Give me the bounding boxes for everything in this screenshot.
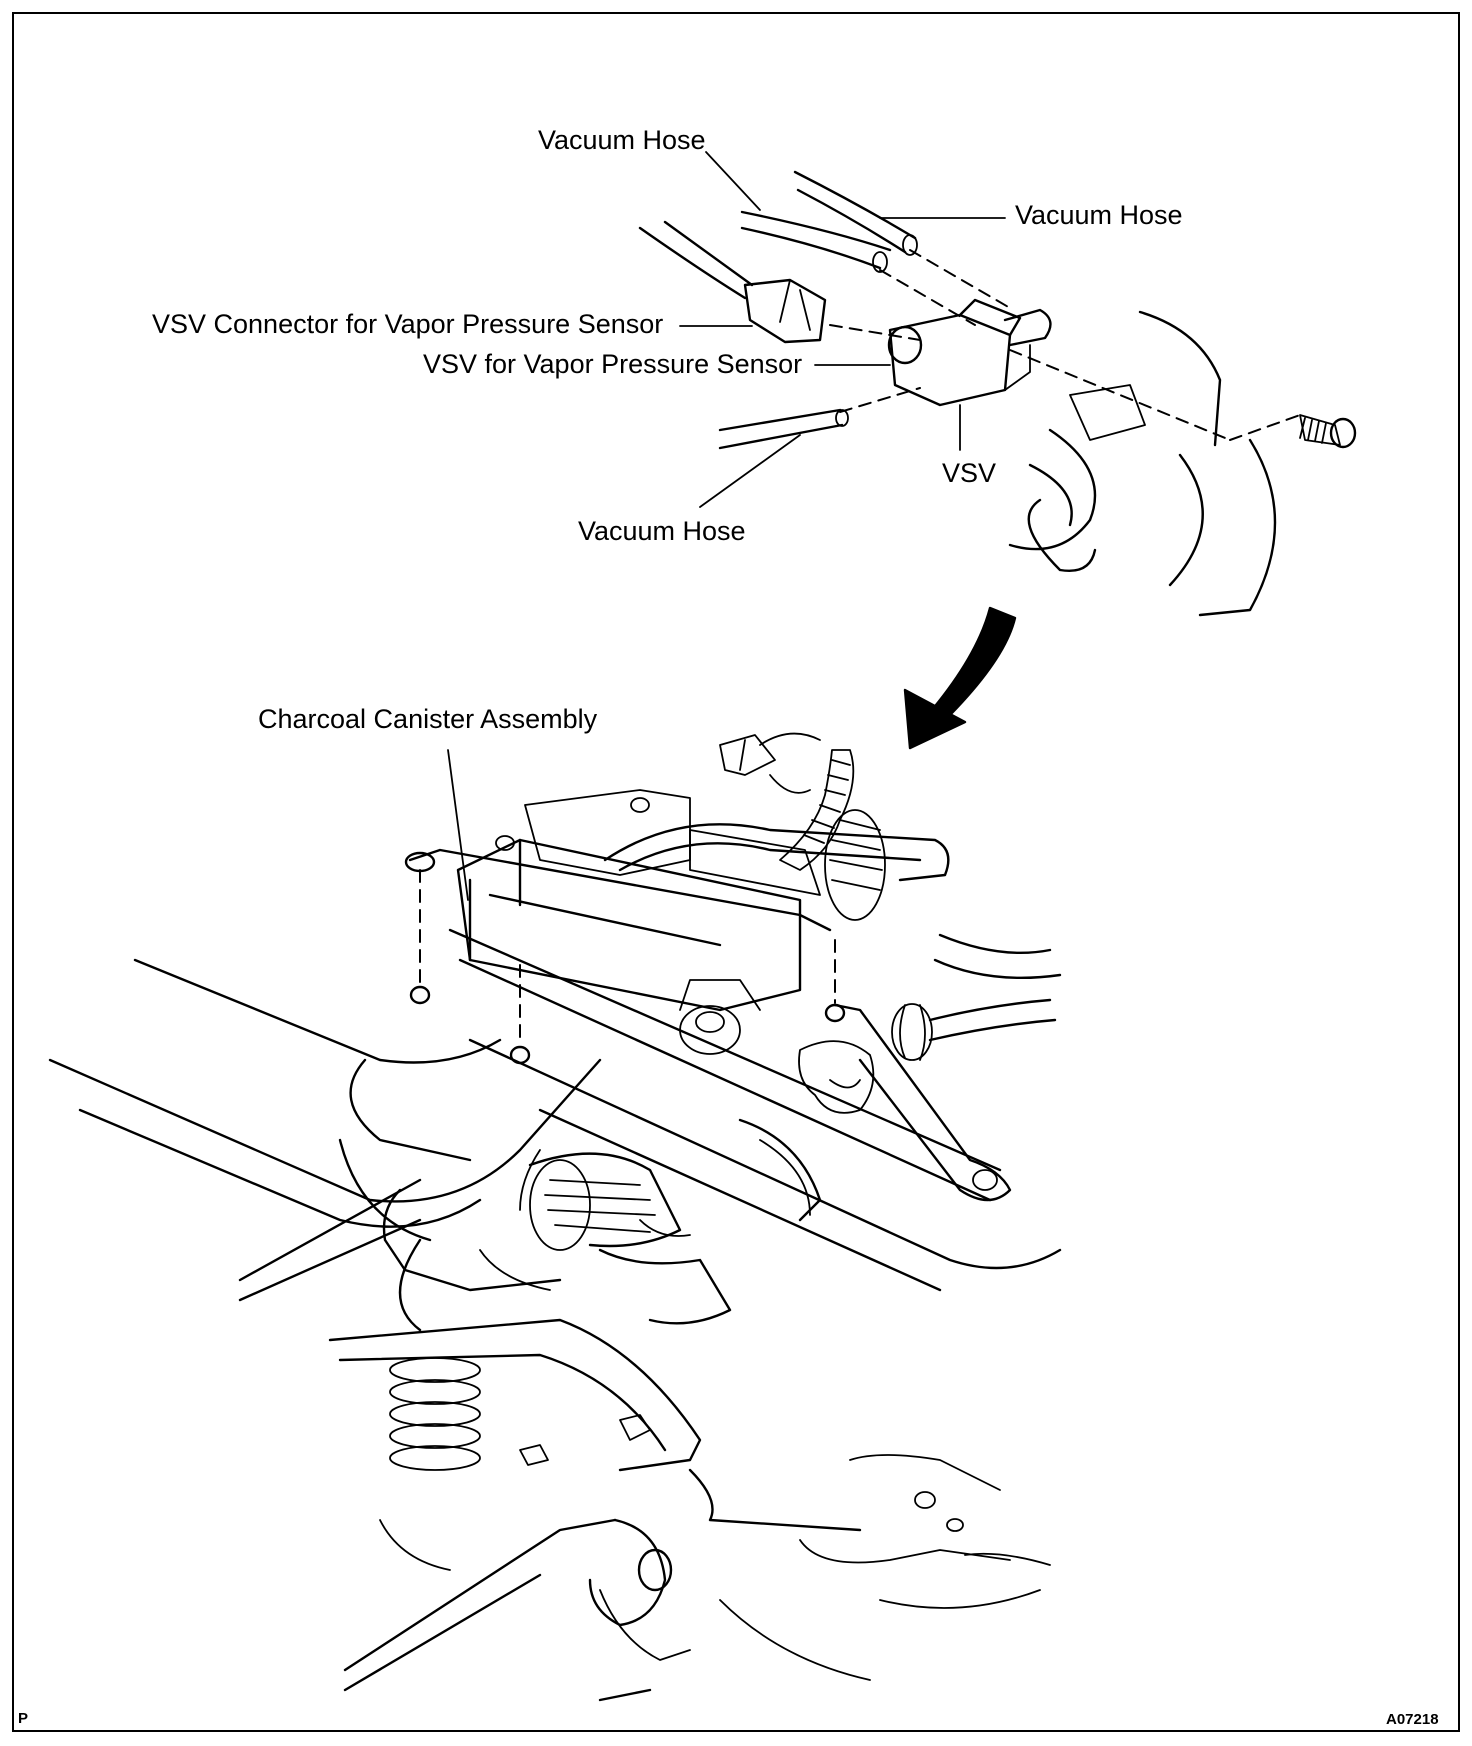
label-charcoal-canister: Charcoal Canister Assembly [258,704,598,734]
figure-code: A07218 [1386,1711,1439,1728]
coil-spring [389,1357,481,1471]
label-vacuum-hose-right: Vacuum Hose [1015,200,1183,230]
label-vsv-vapor-sensor: VSV for Vapor Pressure Sensor [423,349,803,379]
vsv-connector-shape [743,278,827,344]
direction-arrow-icon [903,606,1017,750]
vacuum-hose-top [740,210,892,252]
label-vacuum-hose-bottom: Vacuum Hose [578,516,746,546]
vsv-detail-group [638,151,1357,617]
label-vsv-connector: VSV Connector for Vapor Pressure Sensor [152,309,664,339]
label-vsv: VSV [942,458,997,488]
corner-code-left: P [18,1710,29,1727]
diagram-frame [12,12,1460,1732]
bolt-icon [1299,414,1357,449]
canister-assembly-group [48,732,1062,1702]
label-vacuum-hose-top: Vacuum Hose [538,125,706,155]
